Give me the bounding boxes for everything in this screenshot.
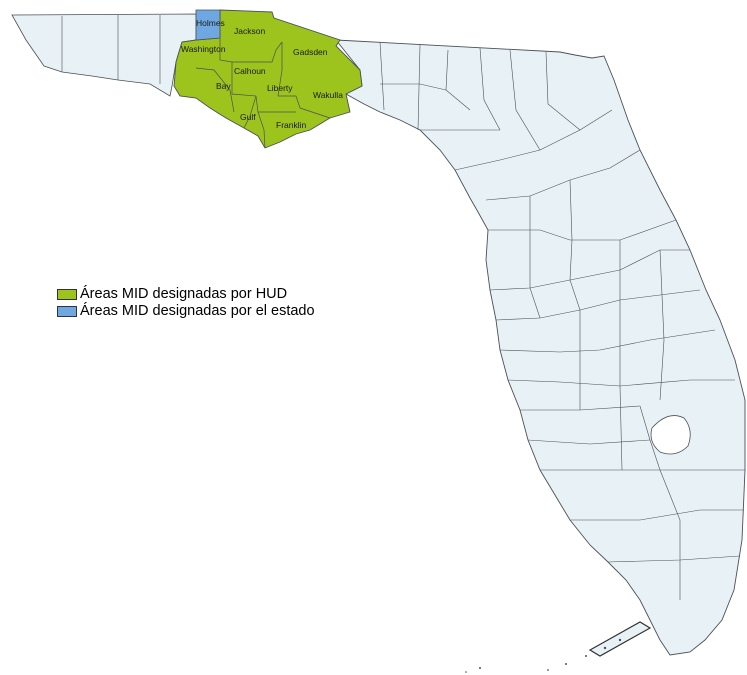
county-lines [61, 15, 745, 600]
county-label-holmes: Holmes [196, 18, 225, 28]
panhandle-west-region [11, 13, 197, 97]
hud-counties-region [173, 9, 363, 149]
county-label-gulf: Gulf [240, 112, 256, 122]
county-label-liberty: Liberty [267, 83, 293, 93]
legend-item-state: Áreas MID designadas por el estado [57, 303, 315, 320]
hud-county-lines [195, 38, 331, 149]
legend-swatch-state [57, 306, 77, 317]
county-label-calhoun: Calhoun [234, 66, 266, 76]
legend-label-state: Áreas MID designadas por el estado [80, 303, 315, 319]
legend-item-hud: Áreas MID designadas por HUD [57, 286, 315, 303]
county-label-washington: Washington [181, 44, 226, 54]
florida-keys [465, 621, 652, 673]
map-legend: Áreas MID designadas por HUD Áreas MID d… [57, 286, 315, 320]
florida-mainland [335, 39, 746, 656]
county-label-gadsden: Gadsden [293, 47, 328, 57]
legend-swatch-hud [57, 289, 77, 300]
county-label-jackson: Jackson [234, 26, 265, 36]
lake-okeechobee [650, 415, 691, 455]
state-county-holmes [195, 9, 221, 41]
county-label-bay: Bay [216, 81, 231, 91]
county-label-franklin: Franklin [276, 120, 307, 130]
legend-label-hud: Áreas MID designadas por HUD [80, 286, 288, 302]
county-label-wakulla: Wakulla [313, 90, 343, 100]
